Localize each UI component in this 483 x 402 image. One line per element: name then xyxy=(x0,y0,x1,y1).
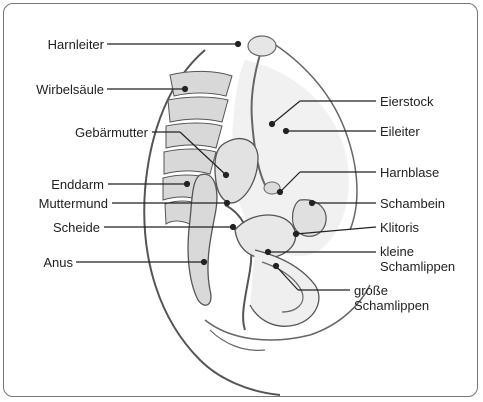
label-eileiter: Eileiter xyxy=(380,124,420,139)
rectum xyxy=(188,174,217,305)
label-klitoris: Klitoris xyxy=(380,220,419,235)
label-eierstock: Eierstock xyxy=(380,94,433,109)
label-muttermund: Muttermund xyxy=(10,196,108,211)
label-harnleiter: Harnleiter xyxy=(10,37,104,52)
pubic-bone xyxy=(293,200,327,237)
labia xyxy=(250,250,319,326)
label-gebaermutter: Gebärmutter xyxy=(10,125,148,140)
label-scheide: Scheide xyxy=(10,220,100,235)
label-grosse-schamlippen: große Schamlippen xyxy=(354,283,429,313)
label-harnblase: Harnblase xyxy=(380,165,439,180)
label-kleine-schamlippen: kleine Schamlippen xyxy=(380,244,455,274)
label-anus: Anus xyxy=(10,255,73,270)
label-wirbelsaeule: Wirbelsäule xyxy=(10,82,104,97)
label-schambein: Schambein xyxy=(380,196,445,211)
perineum xyxy=(210,330,265,350)
kidney-shape xyxy=(248,36,276,56)
label-enddarm: Enddarm xyxy=(10,177,104,192)
